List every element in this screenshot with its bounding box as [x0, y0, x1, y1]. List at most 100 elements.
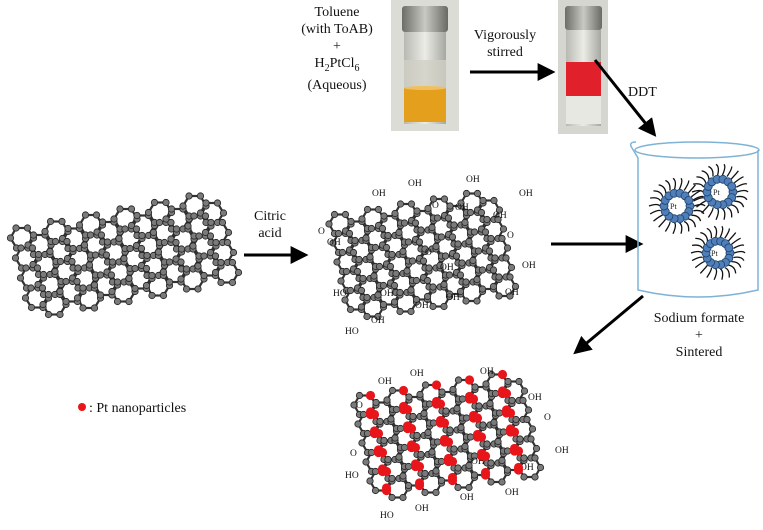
- ho-label: HO: [380, 511, 394, 521]
- carbon-atom: [80, 241, 89, 249]
- pt-nanoparticle: [513, 446, 524, 456]
- carbon-atom: [217, 278, 225, 287]
- carbon-atom: [457, 199, 465, 207]
- carbon-atom: [363, 205, 372, 214]
- carbon-atom: [478, 266, 487, 274]
- carbon-atom: [155, 218, 164, 227]
- carbon-atom: [437, 233, 446, 241]
- oxygen-label: O: [356, 401, 363, 411]
- pt-nanoparticle: [447, 472, 458, 483]
- carbon-atom: [428, 223, 436, 232]
- carbon-atom: [498, 456, 506, 465]
- oxygen-label: O: [350, 449, 357, 459]
- carbon-atom: [172, 225, 181, 233]
- carbon-atom: [371, 243, 380, 252]
- carbon-atom: [432, 488, 440, 497]
- ligand-chain: [728, 232, 737, 242]
- carbon-atom: [506, 273, 514, 281]
- pt-nanoparticle: [497, 369, 508, 380]
- carbon-atom: [33, 264, 42, 272]
- carbon-atom: [16, 274, 25, 282]
- carbon-atom: [429, 195, 438, 203]
- carbon-atom: [380, 436, 388, 445]
- carbon-atom: [206, 232, 215, 240]
- pt-nanoparticle: [505, 408, 516, 418]
- carbon-atom: [437, 457, 446, 466]
- carbon-atom: [167, 235, 175, 243]
- ligand-chain: [683, 180, 690, 191]
- carbon-atom: [454, 483, 462, 492]
- pt-nanoparticle: [365, 390, 376, 401]
- carbon-atom: [116, 205, 124, 213]
- carbon-atom: [465, 483, 473, 492]
- carbon-atom: [120, 254, 128, 263]
- reagent-h2ptcl6: H2PtCl6: [314, 56, 360, 74]
- carbon-atom: [211, 268, 220, 277]
- ligand-chain: [719, 225, 724, 238]
- carbon-atom: [421, 488, 429, 497]
- carbon-atom: [85, 261, 94, 269]
- carbon-atom: [471, 383, 479, 391]
- carbon-atom: [341, 296, 349, 304]
- carbon-atom: [102, 251, 111, 259]
- carbon-atom: [474, 247, 483, 255]
- carbon-atom: [69, 244, 77, 253]
- ligand-chain: [726, 166, 733, 177]
- carbon-atom: [400, 219, 409, 227]
- carbon-atom: [224, 228, 233, 237]
- carbon-atom: [452, 252, 461, 260]
- carbon-atom: [379, 281, 388, 290]
- carbon-atom: [450, 445, 458, 453]
- carbon-atom: [325, 220, 333, 228]
- oh-label: OH: [440, 263, 454, 273]
- carbon-atom: [341, 210, 350, 219]
- carbon-atom: [528, 425, 537, 433]
- carbon-atom: [363, 312, 371, 321]
- oh-label: OH: [520, 463, 534, 473]
- carbon-atom: [374, 291, 382, 299]
- carbon-atom: [485, 247, 494, 255]
- carbon-atom: [44, 290, 53, 299]
- carbon-atom: [424, 428, 432, 437]
- carbon-atom: [367, 448, 376, 457]
- carbon-atom: [407, 307, 415, 316]
- carbon-atom: [466, 208, 475, 217]
- carbon-atom: [148, 291, 156, 300]
- carbon-atom: [487, 234, 495, 243]
- ligand-chain: [687, 184, 696, 194]
- carbon-atom: [483, 440, 491, 448]
- ligand-chain: [734, 200, 745, 208]
- ligand-chain: [719, 268, 724, 280]
- ligand-chain: [708, 165, 714, 177]
- carbon-atom: [453, 404, 461, 413]
- carbon-atom: [392, 405, 401, 414]
- pt-nanoparticle: [414, 461, 425, 472]
- carbon-atom: [177, 275, 185, 283]
- carbon-atom: [23, 224, 32, 232]
- carbon-atom: [490, 418, 498, 427]
- ligand-chain: [730, 170, 739, 180]
- carbon-atom: [415, 238, 424, 246]
- carbon-atom: [108, 287, 116, 296]
- carbon-atom: [458, 259, 466, 267]
- carbon-atom: [179, 202, 187, 210]
- pt-nanoparticle: [480, 451, 491, 461]
- ligand-chain: [683, 220, 690, 232]
- carbon-atom: [417, 450, 425, 459]
- carbon-atom: [456, 271, 465, 279]
- carbon-atom: [44, 310, 53, 319]
- carbon-atom: [412, 276, 421, 285]
- carbon-atom: [413, 431, 421, 440]
- carbon-atom: [491, 389, 500, 398]
- carbon-atom: [392, 269, 400, 278]
- reagent-label: Toluene (with ToAB) + H2PtCl6 (Aqueous): [285, 4, 389, 94]
- carbon-atom: [388, 474, 396, 483]
- carbon-atom: [374, 205, 383, 214]
- ligand-chain: [690, 250, 703, 254]
- carbon-atom: [148, 271, 156, 280]
- pt-nanoparticle: [431, 380, 442, 390]
- ligand-chain: [665, 179, 671, 191]
- carbon-atom: [384, 455, 392, 464]
- carbon-atom: [515, 377, 523, 386]
- carbon-atom: [520, 387, 529, 395]
